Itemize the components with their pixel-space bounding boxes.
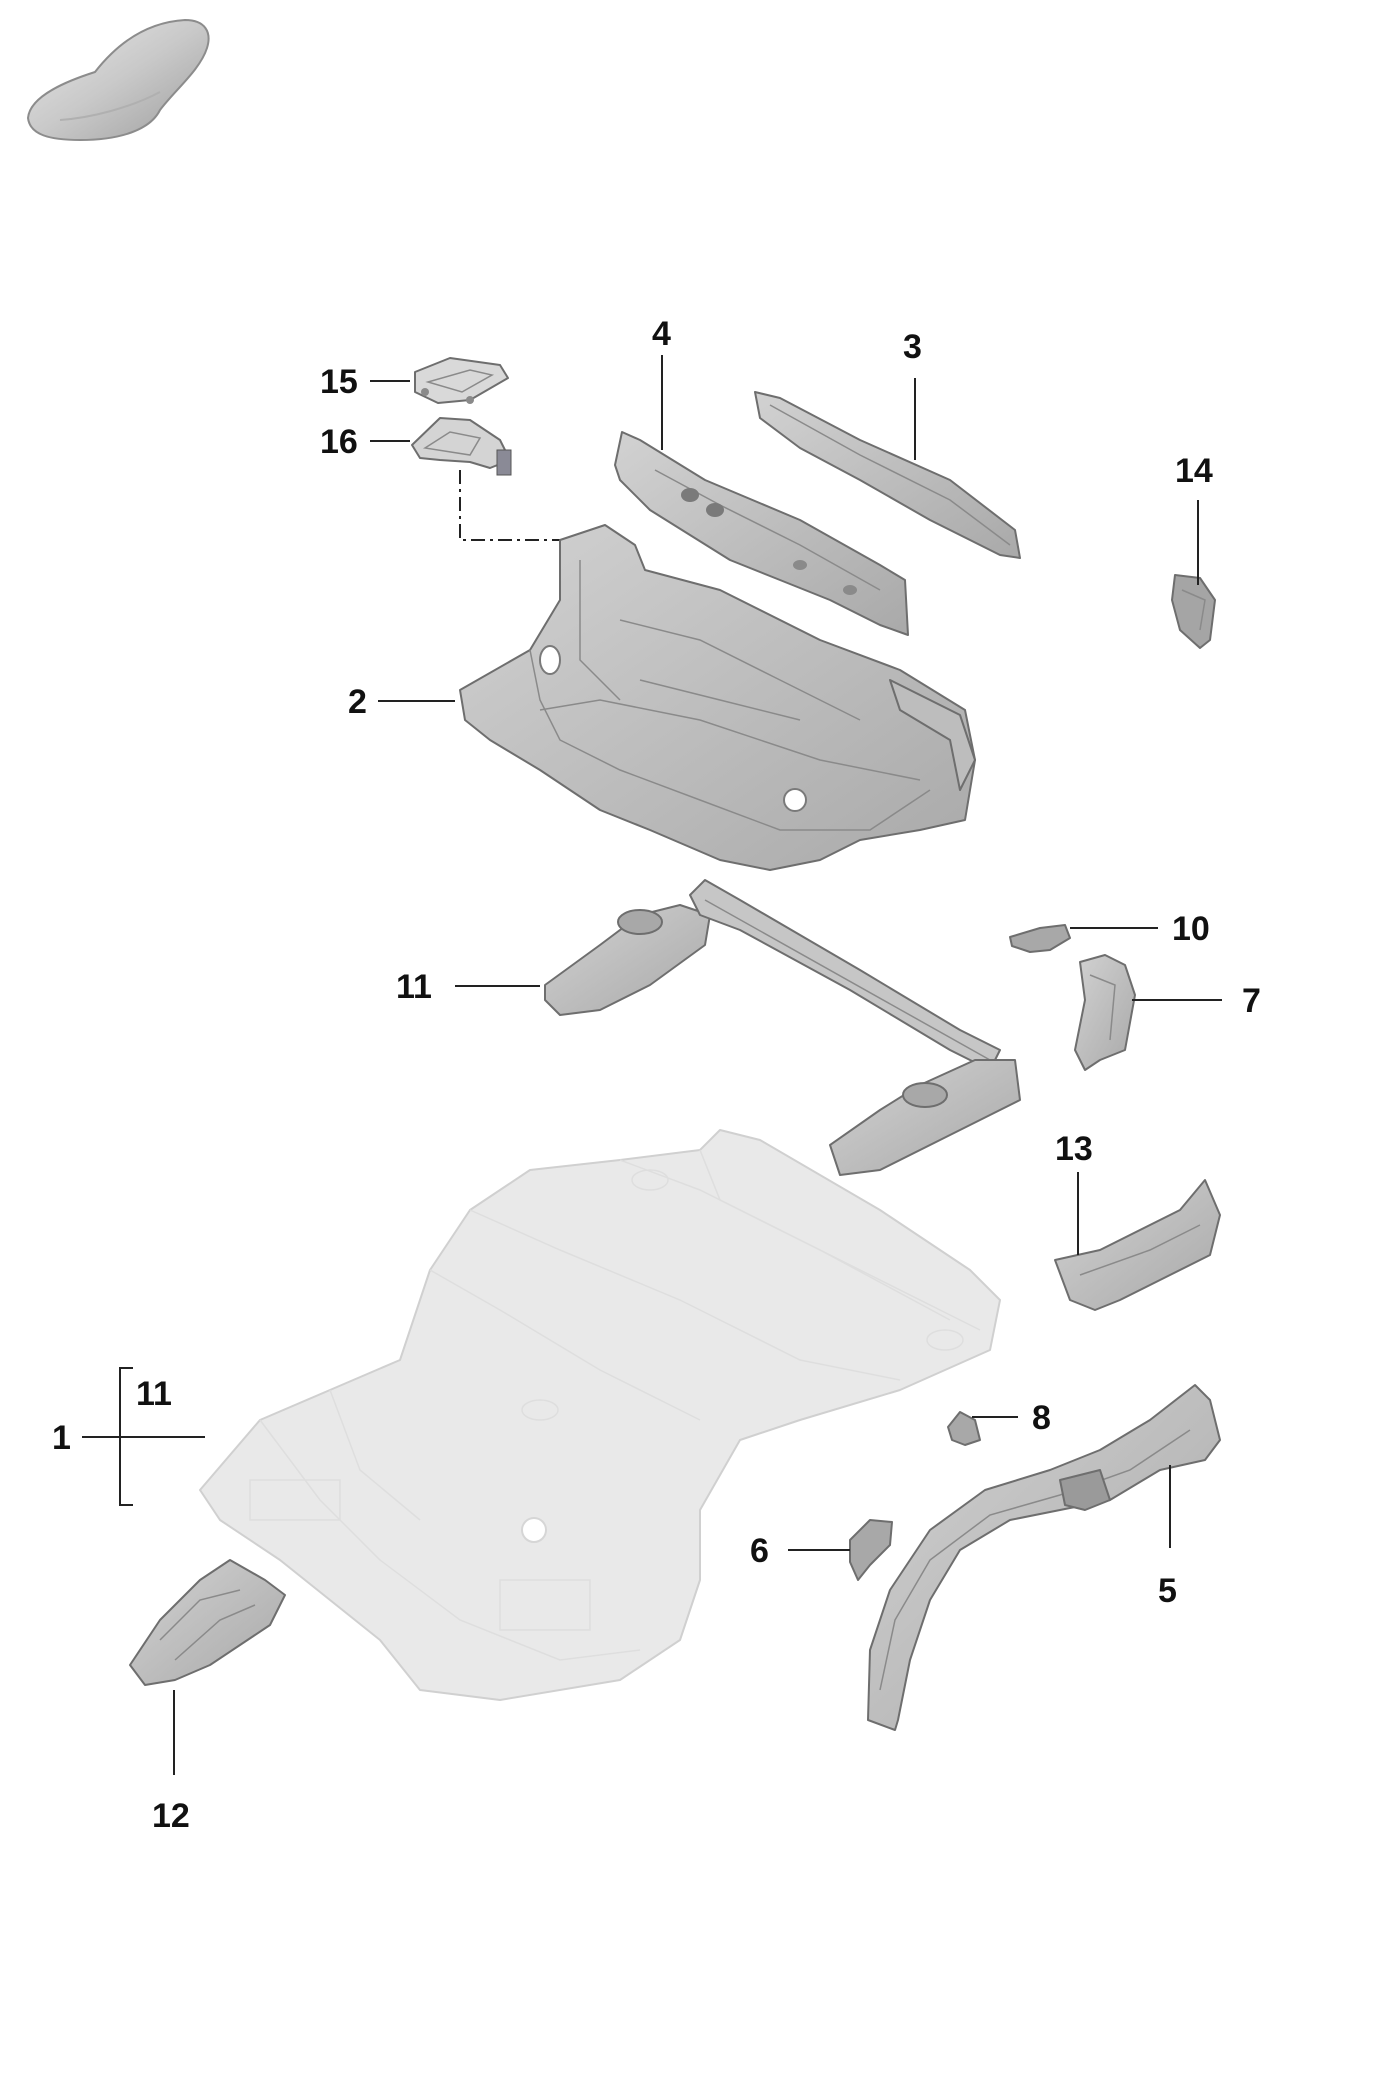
label-16: 16 (320, 423, 358, 461)
part-11-rear-frame (544, 879, 1021, 1176)
car-silhouette-icon (26, 18, 210, 142)
part-7-support (1074, 954, 1136, 1071)
part-14-cover (1171, 574, 1216, 649)
label-7: 7 (1242, 982, 1261, 1020)
part-6-piece (849, 1519, 893, 1581)
part-4-rear-panel (614, 431, 909, 636)
label-12: 12 (152, 1797, 190, 1835)
part-8-bracket (947, 1411, 981, 1446)
label-14: 14 (1175, 452, 1213, 490)
assembly-line-16-to-2 (459, 470, 616, 610)
label-13: 13 (1055, 1130, 1093, 1168)
part-2-rear-floor (459, 524, 976, 871)
part-10-clip (1009, 924, 1071, 953)
label-10: 10 (1172, 910, 1210, 948)
label-1: 1 (52, 1419, 71, 1457)
part-16-bracket (411, 417, 512, 476)
label-8: 8 (1032, 1399, 1051, 1437)
label-6: 6 (750, 1532, 769, 1570)
label-11-upper: 11 (396, 968, 432, 1006)
label-4: 4 (652, 315, 671, 353)
part-13-side-panel (1054, 1179, 1221, 1311)
label-11-bracket: 11 (136, 1375, 172, 1413)
part-1-floor-assembly-ghost (199, 1129, 1001, 1701)
label-5: 5 (1158, 1572, 1177, 1610)
part-12-bracket (129, 1559, 286, 1686)
part-5-wheel-arch (867, 1384, 1221, 1731)
part-15-bracket (414, 357, 509, 404)
label-2: 2 (348, 683, 367, 721)
part-3-cross-member (754, 391, 1021, 559)
label-3: 3 (903, 328, 922, 366)
label-15: 15 (320, 363, 358, 401)
